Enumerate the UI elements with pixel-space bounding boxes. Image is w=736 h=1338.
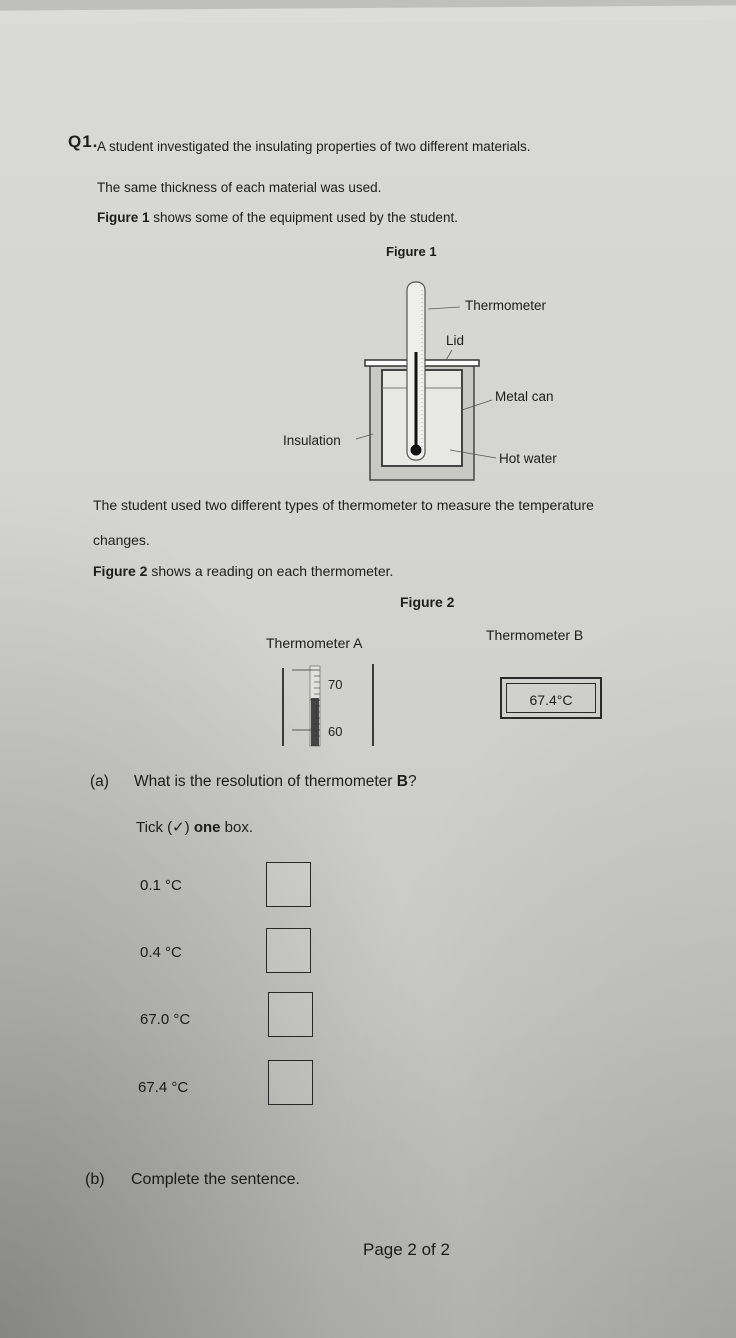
figure1-diagram: Thermometer Lid Metal can Insulation Hot… bbox=[283, 281, 557, 481]
figure2-sentence-rest: shows a reading on each thermometer. bbox=[147, 563, 394, 579]
label-insulation: Insulation bbox=[283, 433, 341, 448]
part-a-question: What is the resolution of thermometer B? bbox=[134, 773, 417, 791]
figure1-ref: Figure 1 bbox=[97, 210, 150, 225]
thermometer-icon bbox=[406, 281, 426, 461]
tick-instruction-pre: Tick (✓) bbox=[136, 819, 194, 836]
option-label-67-4: 67.4 °C bbox=[138, 1079, 189, 1096]
tick-instruction-post: box. bbox=[220, 819, 254, 836]
option-checkbox-0-1[interactable] bbox=[266, 862, 311, 907]
option-checkbox-0-4[interactable] bbox=[266, 928, 311, 973]
part-a-label: (a) bbox=[90, 773, 109, 790]
thermometer-a-liquid bbox=[311, 698, 319, 746]
intro-line-1: A student investigated the insulating pr… bbox=[97, 139, 531, 154]
thermometer-a-title: Thermometer A bbox=[266, 635, 363, 651]
option-label-0-1: 0.1 °C bbox=[140, 877, 182, 894]
tick-instruction-bold: one bbox=[193, 819, 221, 836]
figure2-sentence: Figure 2 shows a reading on each thermom… bbox=[93, 563, 393, 579]
thermometer-b-display: 67.4°C bbox=[500, 677, 602, 719]
thermometer-types-line-1: The student used two different types of … bbox=[93, 497, 594, 513]
tick-instruction: Tick (✓) one box. bbox=[136, 818, 253, 836]
label-thermometer: Thermometer bbox=[465, 298, 547, 313]
part-b-label: (b) bbox=[85, 1171, 105, 1188]
question-number: Q1. bbox=[68, 132, 99, 151]
figure2-title: Figure 2 bbox=[400, 594, 455, 610]
thermometer-a-scale: 70 60 bbox=[282, 664, 374, 747]
scale-label-70: 70 bbox=[328, 677, 342, 692]
label-lid: Lid bbox=[446, 333, 464, 348]
part-a-question-post: ? bbox=[407, 773, 417, 790]
page-number: Page 2 of 2 bbox=[363, 1240, 450, 1259]
thermometer-b-title: Thermometer B bbox=[486, 627, 584, 643]
figure1-sentence: Figure 1 shows some of the equipment use… bbox=[97, 210, 458, 225]
figure1-sentence-rest: shows some of the equipment used by the … bbox=[149, 210, 458, 225]
option-checkbox-67-4[interactable] bbox=[268, 1060, 313, 1105]
label-hot-water: Hot water bbox=[499, 451, 557, 466]
label-metal-can: Metal can bbox=[495, 389, 554, 404]
option-checkbox-67-0[interactable] bbox=[268, 992, 313, 1037]
part-a-question-bold: B bbox=[396, 773, 408, 790]
scale-label-60: 60 bbox=[328, 724, 342, 739]
option-label-67-0: 67.0 °C bbox=[140, 1011, 191, 1028]
figure2-ref: Figure 2 bbox=[93, 563, 148, 579]
thermometer-b-reading: 67.4°C bbox=[506, 683, 596, 713]
part-b-text: Complete the sentence. bbox=[131, 1171, 300, 1188]
intro-line-2: The same thickness of each material was … bbox=[97, 180, 382, 195]
part-a-question-pre: What is the resolution of thermometer bbox=[134, 773, 397, 790]
thermometer-types-line-2: changes. bbox=[93, 532, 150, 548]
option-label-0-4: 0.4 °C bbox=[140, 944, 182, 961]
figure1-title: Figure 1 bbox=[386, 244, 437, 259]
